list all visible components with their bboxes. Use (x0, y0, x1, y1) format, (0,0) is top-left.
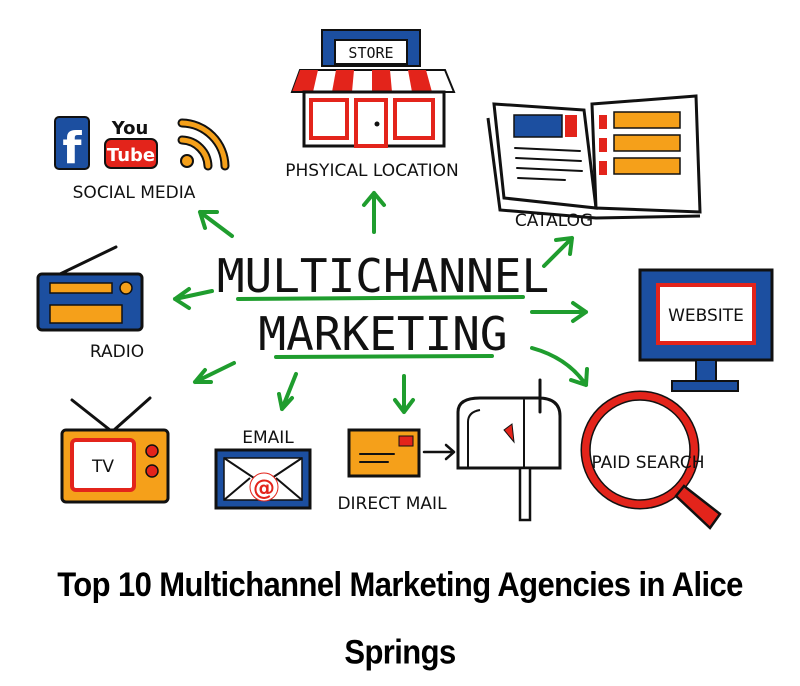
svg-text:You: You (111, 118, 149, 139)
store-sign: STORE (348, 44, 393, 62)
svg-text:f: f (62, 123, 82, 174)
label-website: WEBSITE (668, 306, 744, 326)
mailbox-icon (456, 378, 562, 522)
label-social-media: SOCIAL MEDIA (73, 183, 196, 203)
facebook-icon: f (54, 116, 90, 174)
label-direct-mail: DIRECT MAIL (337, 494, 447, 514)
label-email: EMAIL (242, 428, 294, 448)
center-title-line2: MARKETING (258, 307, 507, 361)
label-paid-search: PAID SEARCH (591, 453, 704, 473)
paid-search-group: PAID SEARCH (580, 390, 722, 530)
arrow-tv (193, 361, 236, 384)
label-tv: TV (91, 457, 114, 477)
arrow-social-media (198, 210, 234, 238)
website-group: WEBSITE (638, 268, 774, 392)
center-title-line1: MULTICHANNEL (217, 249, 549, 303)
arrow-paid-search (530, 346, 589, 387)
radio-group: RADIO (36, 245, 144, 362)
envelope-icon: @ (214, 448, 312, 510)
tv-icon (60, 396, 170, 504)
arrow-direct-mail (393, 374, 415, 414)
catalog-icon (486, 94, 702, 220)
svg-text:@: @ (253, 476, 275, 501)
social-media-group: f You Tube SOCIAL MEDIA (54, 116, 230, 203)
multichannel-diagram: MULTICHANNEL MARKETING f You Tube (36, 29, 774, 530)
youtube-icon: You Tube (104, 118, 158, 169)
svg-text:Tube: Tube (107, 145, 155, 166)
underline-2 (274, 354, 494, 359)
letter-icon (347, 428, 456, 478)
page-headline: Top 10 Multichannel Marketing Agencies i… (57, 564, 743, 672)
catalog-group: CATALOG (486, 94, 702, 231)
rss-icon (177, 118, 230, 171)
underline-1 (236, 295, 525, 301)
label-physical-location: PHSYICAL LOCATION (285, 161, 459, 181)
arrow-radio (173, 287, 214, 310)
store-group: STORE PHSYICAL LOCATION (285, 29, 459, 181)
tv-group: TV (60, 396, 170, 504)
email-group: EMAIL @ (214, 428, 312, 510)
center-title: MULTICHANNEL MARKETING (217, 249, 549, 361)
arrows (173, 191, 589, 414)
arrow-catalog (542, 236, 574, 268)
arrow-email (277, 372, 298, 411)
radio-icon (36, 245, 144, 332)
direct-mail-group: DIRECT MAIL (337, 378, 562, 522)
monitor-icon (638, 268, 774, 392)
arrow-physical-location (362, 191, 386, 234)
store-icon: STORE (290, 29, 456, 148)
label-catalog: CATALOG (515, 211, 593, 231)
label-radio: RADIO (90, 342, 144, 362)
magnifier-icon (580, 390, 722, 530)
infographic: MULTICHANNEL MARKETING f You Tube (36, 29, 774, 672)
arrow-website (530, 301, 588, 323)
